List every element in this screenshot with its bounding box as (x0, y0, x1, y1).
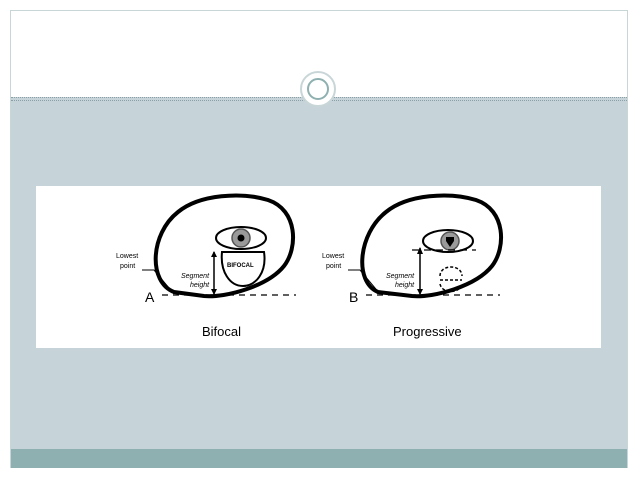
progressive-lowest-point-leader (348, 269, 381, 295)
bifocal-lowest-point-leader (142, 269, 175, 295)
bifocal-letter: A (145, 289, 155, 305)
bifocal-arrow-head-bottom-icon (211, 289, 217, 295)
progressive-near-zone-icon (439, 266, 463, 293)
bifocal-frame-outline (153, 193, 296, 299)
progressive-letter: B (349, 289, 358, 305)
progressive-segment-label-line1: Segment (386, 273, 415, 280)
progressive-segment-label-line2: height (395, 282, 415, 289)
lens-diagram-figure: BIFOCAL Lowest point Segment height A Bi… (36, 186, 601, 348)
bifocal-segment-outline (220, 251, 266, 288)
progressive-arrow-head-bottom-icon (417, 289, 423, 295)
circle-ornament-icon (300, 71, 336, 107)
bifocal-segment-label-line1: Segment (181, 273, 210, 280)
bottom-bar (11, 449, 627, 468)
slide: BIFOCAL Lowest point Segment height A Bi… (10, 10, 628, 468)
progressive-fitting-cross-icon (446, 237, 454, 247)
progressive-lowest-label-line2: point (326, 263, 341, 270)
progressive-arrow-head-top-icon (417, 247, 423, 254)
bifocal-arrow-head-top-icon (211, 251, 217, 257)
bifocal-diagram: BIFOCAL Lowest point Segment height A Bi… (116, 193, 296, 339)
progressive-caption: Progressive (393, 324, 462, 339)
bifocal-pupil-icon (237, 234, 245, 242)
bifocal-lowest-label-line2: point (120, 263, 135, 270)
bifocal-segment-label-line2: height (190, 282, 210, 289)
bifocal-caption: Bifocal (202, 324, 241, 339)
progressive-eye-icon (422, 229, 474, 253)
bifocal-lens-label: BIFOCAL (227, 263, 254, 269)
progressive-frame-outline (360, 193, 504, 299)
lens-diagram-svg: BIFOCAL Lowest point Segment height A Bi… (116, 193, 504, 339)
bifocal-eye-icon (215, 226, 267, 250)
progressive-lowest-label-line1: Lowest (322, 253, 344, 260)
bifocal-lowest-label-line1: Lowest (116, 253, 138, 260)
progressive-diagram: Lowest point Segment height B Progressiv… (322, 193, 504, 339)
